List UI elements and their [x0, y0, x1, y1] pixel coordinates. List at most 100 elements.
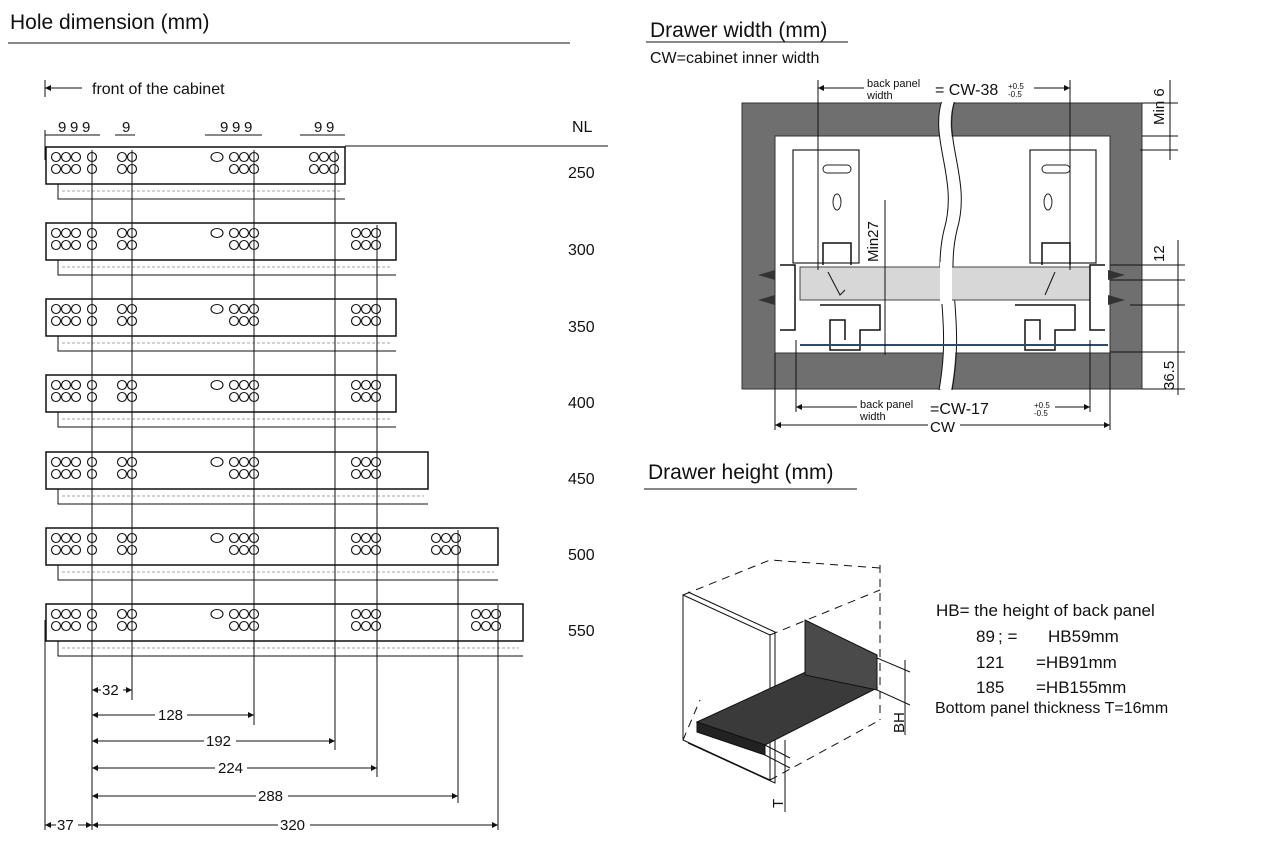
bottom-back-panel-label-1: back panel: [860, 399, 913, 411]
hole: [238, 391, 250, 403]
hole: [70, 227, 82, 239]
front-of-cabinet-label: front of the cabinet: [92, 81, 225, 98]
hole: [50, 379, 62, 391]
runner-rail: [57, 412, 396, 428]
hole: [70, 151, 82, 163]
runner-outline: [45, 374, 397, 413]
top-back-panel-label-1: back panel: [867, 78, 920, 90]
nl-450: 450: [568, 471, 595, 488]
hole: [60, 315, 72, 327]
t-label: T: [770, 799, 787, 808]
dim-9-c: 9: [82, 119, 90, 136]
nl-500: 500: [568, 547, 595, 564]
hole: [70, 532, 82, 544]
hole: [210, 608, 224, 620]
row-1-sep: ; =: [998, 627, 1017, 646]
hole: [360, 227, 372, 239]
hole: [360, 303, 372, 315]
hole: [360, 532, 372, 544]
hole: [210, 379, 224, 391]
dim-9-d: 9: [122, 119, 130, 136]
hole: [228, 379, 240, 391]
top-back-panel-formula: = CW-38: [935, 82, 998, 99]
hole: [228, 239, 240, 251]
bottom-back-panel-label-2: width: [859, 411, 886, 423]
runner-rail: [57, 336, 396, 352]
min27-label: Min27: [865, 221, 882, 262]
dim-320: 320: [280, 817, 305, 834]
hole: [360, 468, 372, 480]
hole: [228, 151, 240, 163]
row-1-b: HB59mm: [1048, 627, 1119, 646]
hole: [116, 227, 128, 239]
hole: [50, 456, 62, 468]
hole: [350, 620, 362, 632]
dim-9-g: 9: [244, 119, 252, 136]
hole: [480, 608, 492, 620]
row-3-a: 185: [976, 678, 1004, 697]
hole: [70, 544, 82, 556]
bottom-dimension-lines: [45, 687, 498, 828]
bottom-tol-plus: +0.5: [1034, 401, 1050, 410]
hole: [328, 151, 340, 163]
hole: [116, 379, 128, 391]
dim-9-h: 9: [314, 119, 322, 136]
hole: [60, 391, 72, 403]
hole: [370, 379, 382, 391]
hole: [370, 620, 382, 632]
hole: [116, 391, 128, 403]
right-side-dims: [1110, 80, 1185, 395]
reference-lines: [44, 150, 499, 830]
hole: [70, 468, 82, 480]
hole: [350, 239, 362, 251]
hole: [50, 227, 62, 239]
top-dimension-ticks: [44, 130, 345, 160]
hole: [360, 379, 372, 391]
bh-label: BH: [891, 712, 908, 733]
hole: [308, 151, 320, 163]
hole: [210, 227, 224, 239]
runner-outline: [45, 298, 397, 337]
hole: [50, 163, 62, 175]
hole: [116, 239, 128, 251]
min6-label: Min 6: [1151, 88, 1168, 125]
row-1-a: 89: [976, 627, 995, 646]
hole: [50, 303, 62, 315]
hole: [210, 303, 224, 315]
hole: [370, 391, 382, 403]
runner-rail: [57, 260, 396, 276]
hole: [370, 227, 382, 239]
hb-title: HB= the height of back panel: [936, 601, 1155, 620]
hole: [440, 544, 452, 556]
dim-9-i: 9: [326, 119, 334, 136]
drawer-width-title: Drawer width (mm): [650, 19, 827, 42]
hole: [430, 532, 442, 544]
hole: [238, 315, 250, 327]
hole: [60, 227, 72, 239]
dim-32: 32: [102, 682, 119, 699]
dim-9-f: 9: [232, 119, 240, 136]
hole: [228, 227, 240, 239]
dim-9-b: 9: [70, 119, 78, 136]
hole: [50, 608, 62, 620]
row-2-b: =HB91mm: [1036, 653, 1117, 672]
hole: [440, 532, 452, 544]
hole: [370, 544, 382, 556]
hole: [60, 163, 72, 175]
hole: [50, 532, 62, 544]
hole: [70, 315, 82, 327]
top-dim-bg: [864, 76, 1034, 102]
hole: [350, 303, 362, 315]
hole: [60, 608, 72, 620]
hole: [70, 391, 82, 403]
hole: [238, 608, 250, 620]
bottom-thickness-label: Bottom panel thickness T=16mm: [935, 700, 1168, 717]
hole: [60, 532, 72, 544]
hole: [480, 620, 492, 632]
nl-550: 550: [568, 623, 595, 640]
hole: [238, 456, 250, 468]
nl-350: 350: [568, 319, 595, 336]
hole: [50, 544, 62, 556]
hole: [350, 468, 362, 480]
